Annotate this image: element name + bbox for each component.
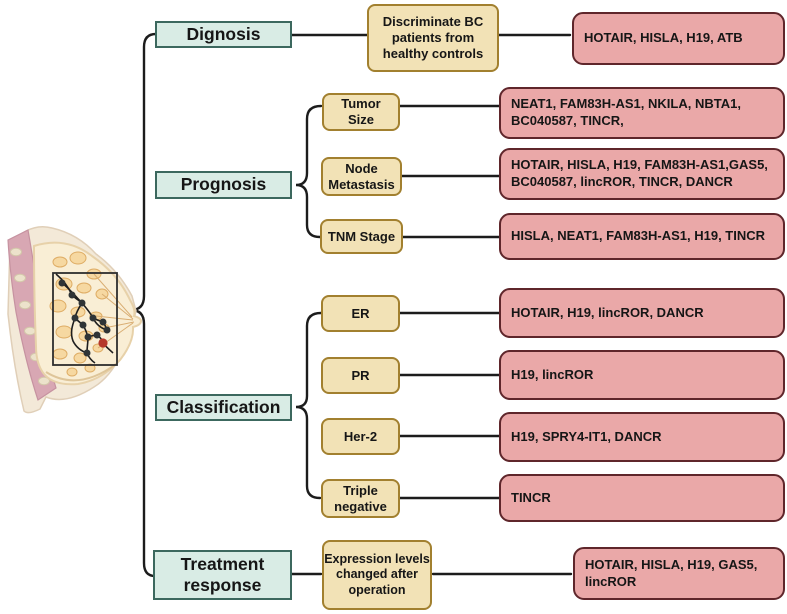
- factor-discriminate: Discriminate BC patients from healthy co…: [367, 4, 499, 72]
- breast-illustration-icon: [7, 226, 143, 414]
- category-prognosis: Prognosis: [155, 171, 292, 199]
- category-diagnosis: Dignosis: [155, 21, 292, 48]
- lncrna-treatment: HOTAIR, HISLA, H19, GAS5, lincROR: [573, 547, 785, 600]
- category-treatment-response: Treatment response: [153, 550, 292, 600]
- lncrna-tumor-size: NEAT1, FAM83H-AS1, NKILA, NBTA1, BC04058…: [499, 87, 785, 139]
- tumor-node-icon: [98, 338, 108, 348]
- lncrna-her2: H19, SPRY4-IT1, DANCR: [499, 412, 785, 462]
- factor-pr: PR: [321, 357, 400, 394]
- factor-er: ER: [321, 295, 400, 332]
- lncrna-er: HOTAIR, H19, lincROR, DANCR: [499, 288, 785, 338]
- breast-tissue: [32, 241, 143, 386]
- lncrna-network-inset: [52, 272, 118, 366]
- factor-node-metastasis: Node Metastasis: [321, 157, 402, 196]
- factor-triple-negative: Triple negative: [321, 479, 400, 518]
- lncrna-pr: H19, lincROR: [499, 350, 785, 400]
- brace-classification: [295, 311, 323, 500]
- category-classification: Classification: [155, 394, 292, 421]
- factor-her2: Her-2: [321, 418, 400, 455]
- lncrna-node-metastasis: HOTAIR, HISLA, H19, FAM83H-AS1,GAS5, BC0…: [499, 148, 785, 200]
- factor-tumor-size: Tumor Size: [322, 93, 400, 131]
- lncrna-diagnosis: HOTAIR, HISLA, H19, ATB: [572, 12, 785, 65]
- underbreast-shading: [45, 363, 117, 382]
- brace-prognosis: [295, 104, 323, 239]
- factor-tnm-stage: TNM Stage: [320, 219, 403, 254]
- lncrna-tnm-stage: HISLA, NEAT1, FAM83H-AS1, H19, TINCR: [499, 213, 785, 260]
- lncrna-triple-negative: TINCR: [499, 474, 785, 522]
- network-nodes: [58, 279, 111, 357]
- factor-expression: Expression levels changed after operatio…: [322, 540, 432, 610]
